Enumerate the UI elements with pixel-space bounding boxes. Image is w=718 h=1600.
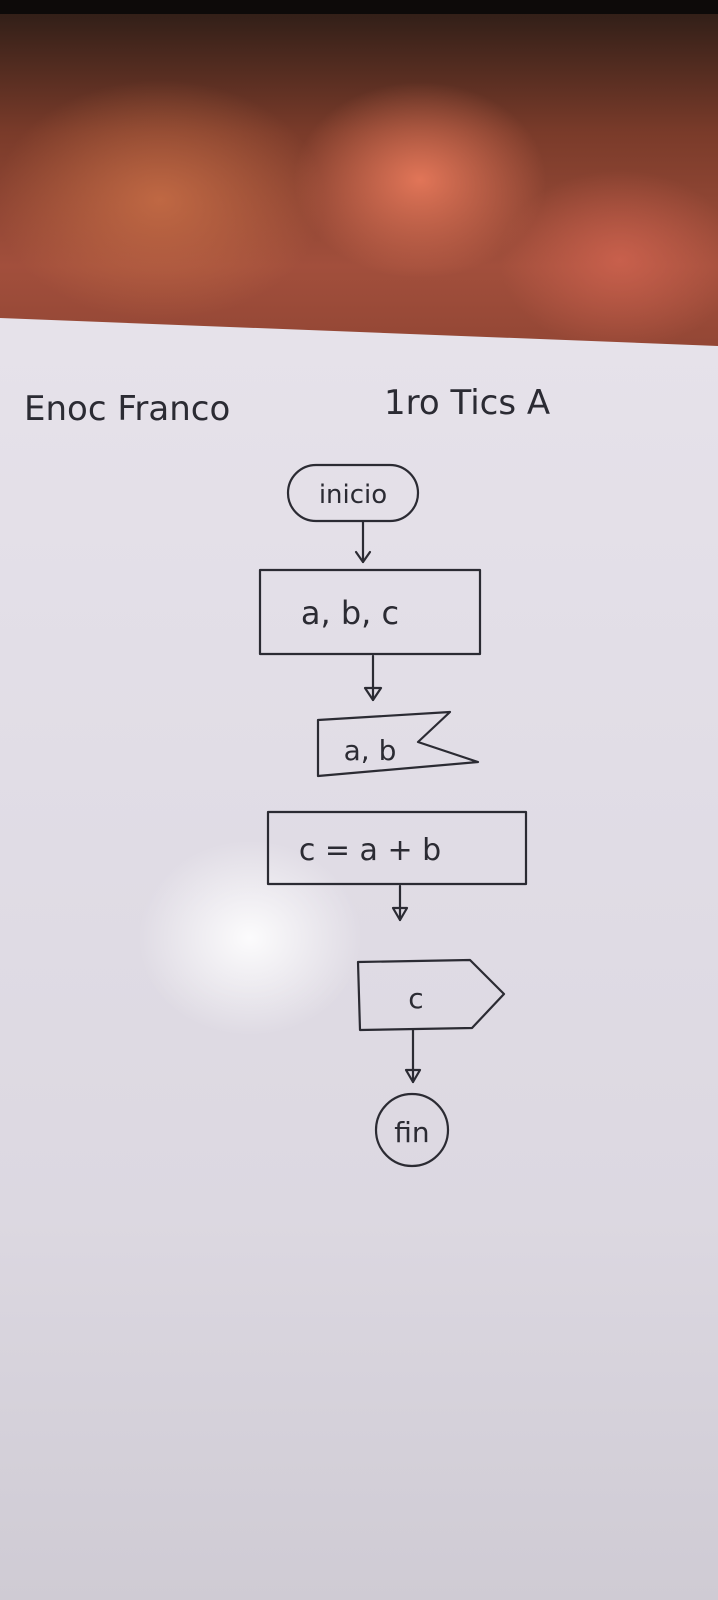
declare-label: a, b, c — [301, 594, 399, 632]
student-name: Enoc Franco — [24, 389, 230, 429]
input-shape — [316, 710, 480, 778]
output-shape — [356, 958, 506, 1032]
arrow-declare-to-input — [363, 654, 383, 702]
output-label: c — [408, 982, 423, 1015]
arrow-process-to-output — [391, 884, 409, 922]
start-terminator — [286, 463, 420, 523]
input-label: a, b — [344, 734, 397, 767]
start-label: inicio — [319, 480, 387, 510]
background-dark-edge — [0, 0, 718, 14]
process-label: c = a + b — [299, 833, 441, 868]
group-label: 1ro Tics A — [384, 383, 550, 423]
background-surface — [0, 0, 718, 380]
end-terminator — [374, 1092, 450, 1168]
paper-sheet — [0, 318, 718, 1600]
arrow-start-to-declare — [354, 520, 372, 564]
arrow-output-to-end — [404, 1028, 422, 1084]
process-box — [266, 810, 528, 886]
end-label: fin — [394, 1116, 429, 1149]
declare-box — [258, 568, 482, 656]
